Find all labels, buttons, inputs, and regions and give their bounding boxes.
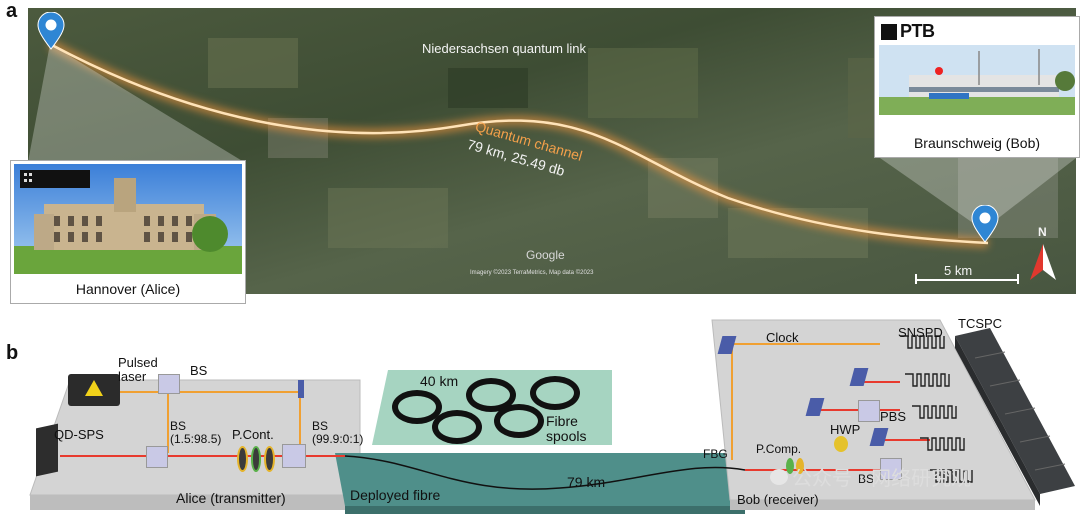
mirror-top-right: [298, 380, 304, 398]
bob-location-pin-icon: [971, 205, 999, 243]
hannover-building-photo: [14, 164, 242, 274]
tcspc-label: TCSPC: [958, 316, 1003, 331]
ptb-logo-text: PTB: [900, 21, 935, 41]
hwp-label: HWP: [830, 422, 861, 437]
bs-right-label: BS (99.9:0:1): [312, 419, 364, 447]
alice-location-pin-icon: [37, 12, 65, 50]
bs-top-label: BS: [190, 363, 208, 378]
alice-caption: Hannover (Alice): [75, 281, 181, 297]
ptb-logo-mark-icon: [881, 23, 897, 40]
waveplate-icon: [786, 458, 794, 474]
fibre-spool: [432, 410, 482, 444]
polarization-controller: [237, 446, 276, 472]
paddle-icon: [264, 446, 276, 472]
spools-distance-label: 40 km: [420, 373, 459, 389]
deployed-fibre-label: Deployed fibre: [350, 487, 441, 503]
fibre-spool: [466, 378, 516, 412]
bob-receiver-label: Bob (receiver): [737, 492, 819, 507]
pulsed-laser-label: Pulsed laser: [118, 355, 158, 385]
paddle-icon: [250, 446, 262, 472]
bs-bob-label: BS: [858, 472, 875, 486]
qd-sps-label: QD-SPS: [54, 427, 104, 442]
fibre-distance-label: 79 km: [567, 474, 606, 490]
alice-transmitter-label: Alice (transmitter): [176, 490, 286, 506]
fibre-spool: [530, 376, 580, 410]
panel-a-letter: a: [6, 0, 18, 22]
pbs-cube: [880, 458, 902, 480]
bs-top-cube: [158, 374, 180, 394]
pcont-label: P.Cont.: [232, 427, 274, 442]
alice-photo-inset: Hannover (Alice): [10, 160, 246, 304]
scale-label: 5 km: [944, 263, 973, 278]
laser-warning-icon: [85, 380, 103, 396]
watermark-text: 公众号 · 网络研究观: [792, 466, 972, 490]
fbg-label: FBG: [703, 447, 728, 461]
bob-photo-inset: PTB Braunschweig (Bob): [874, 16, 1080, 158]
wechat-icon: [770, 468, 788, 485]
panel-b-letter: b: [6, 342, 19, 364]
fibre-spool: [392, 390, 442, 424]
bs-right-cube: [282, 444, 306, 468]
clock-label: Clock: [766, 330, 799, 345]
pbs-cube: [858, 400, 880, 422]
ptb-logo: PTB: [881, 21, 935, 42]
snspd-label: SNSPD: [898, 325, 943, 340]
map-attribution: Imagery ©2023 TerraMetrics, Map data ©20…: [470, 270, 594, 276]
fibre-spool: [494, 404, 544, 438]
pcomp-plates: [786, 458, 806, 474]
google-watermark: Google: [526, 248, 565, 262]
wechat-watermark: 公众号 · 网络研究观: [770, 462, 971, 491]
map-title: Niedersachsen quantum link: [422, 41, 587, 56]
braunschweig-building-photo: [879, 45, 1075, 115]
bs-mid-cube: [146, 446, 168, 468]
fibre-spools-label: Fibre spools: [546, 413, 587, 445]
paddle-icon: [237, 446, 248, 472]
bs-mid-label: BS (1.5:98.5): [170, 419, 222, 447]
north-label: N: [1038, 225, 1047, 239]
hwp-plate: [834, 436, 848, 452]
pbs-label: PBS: [880, 409, 907, 424]
waveplate-icon: [796, 458, 804, 474]
pcomp-label: P.Comp.: [756, 442, 802, 456]
bob-caption: Braunschweig (Bob): [913, 135, 1041, 151]
